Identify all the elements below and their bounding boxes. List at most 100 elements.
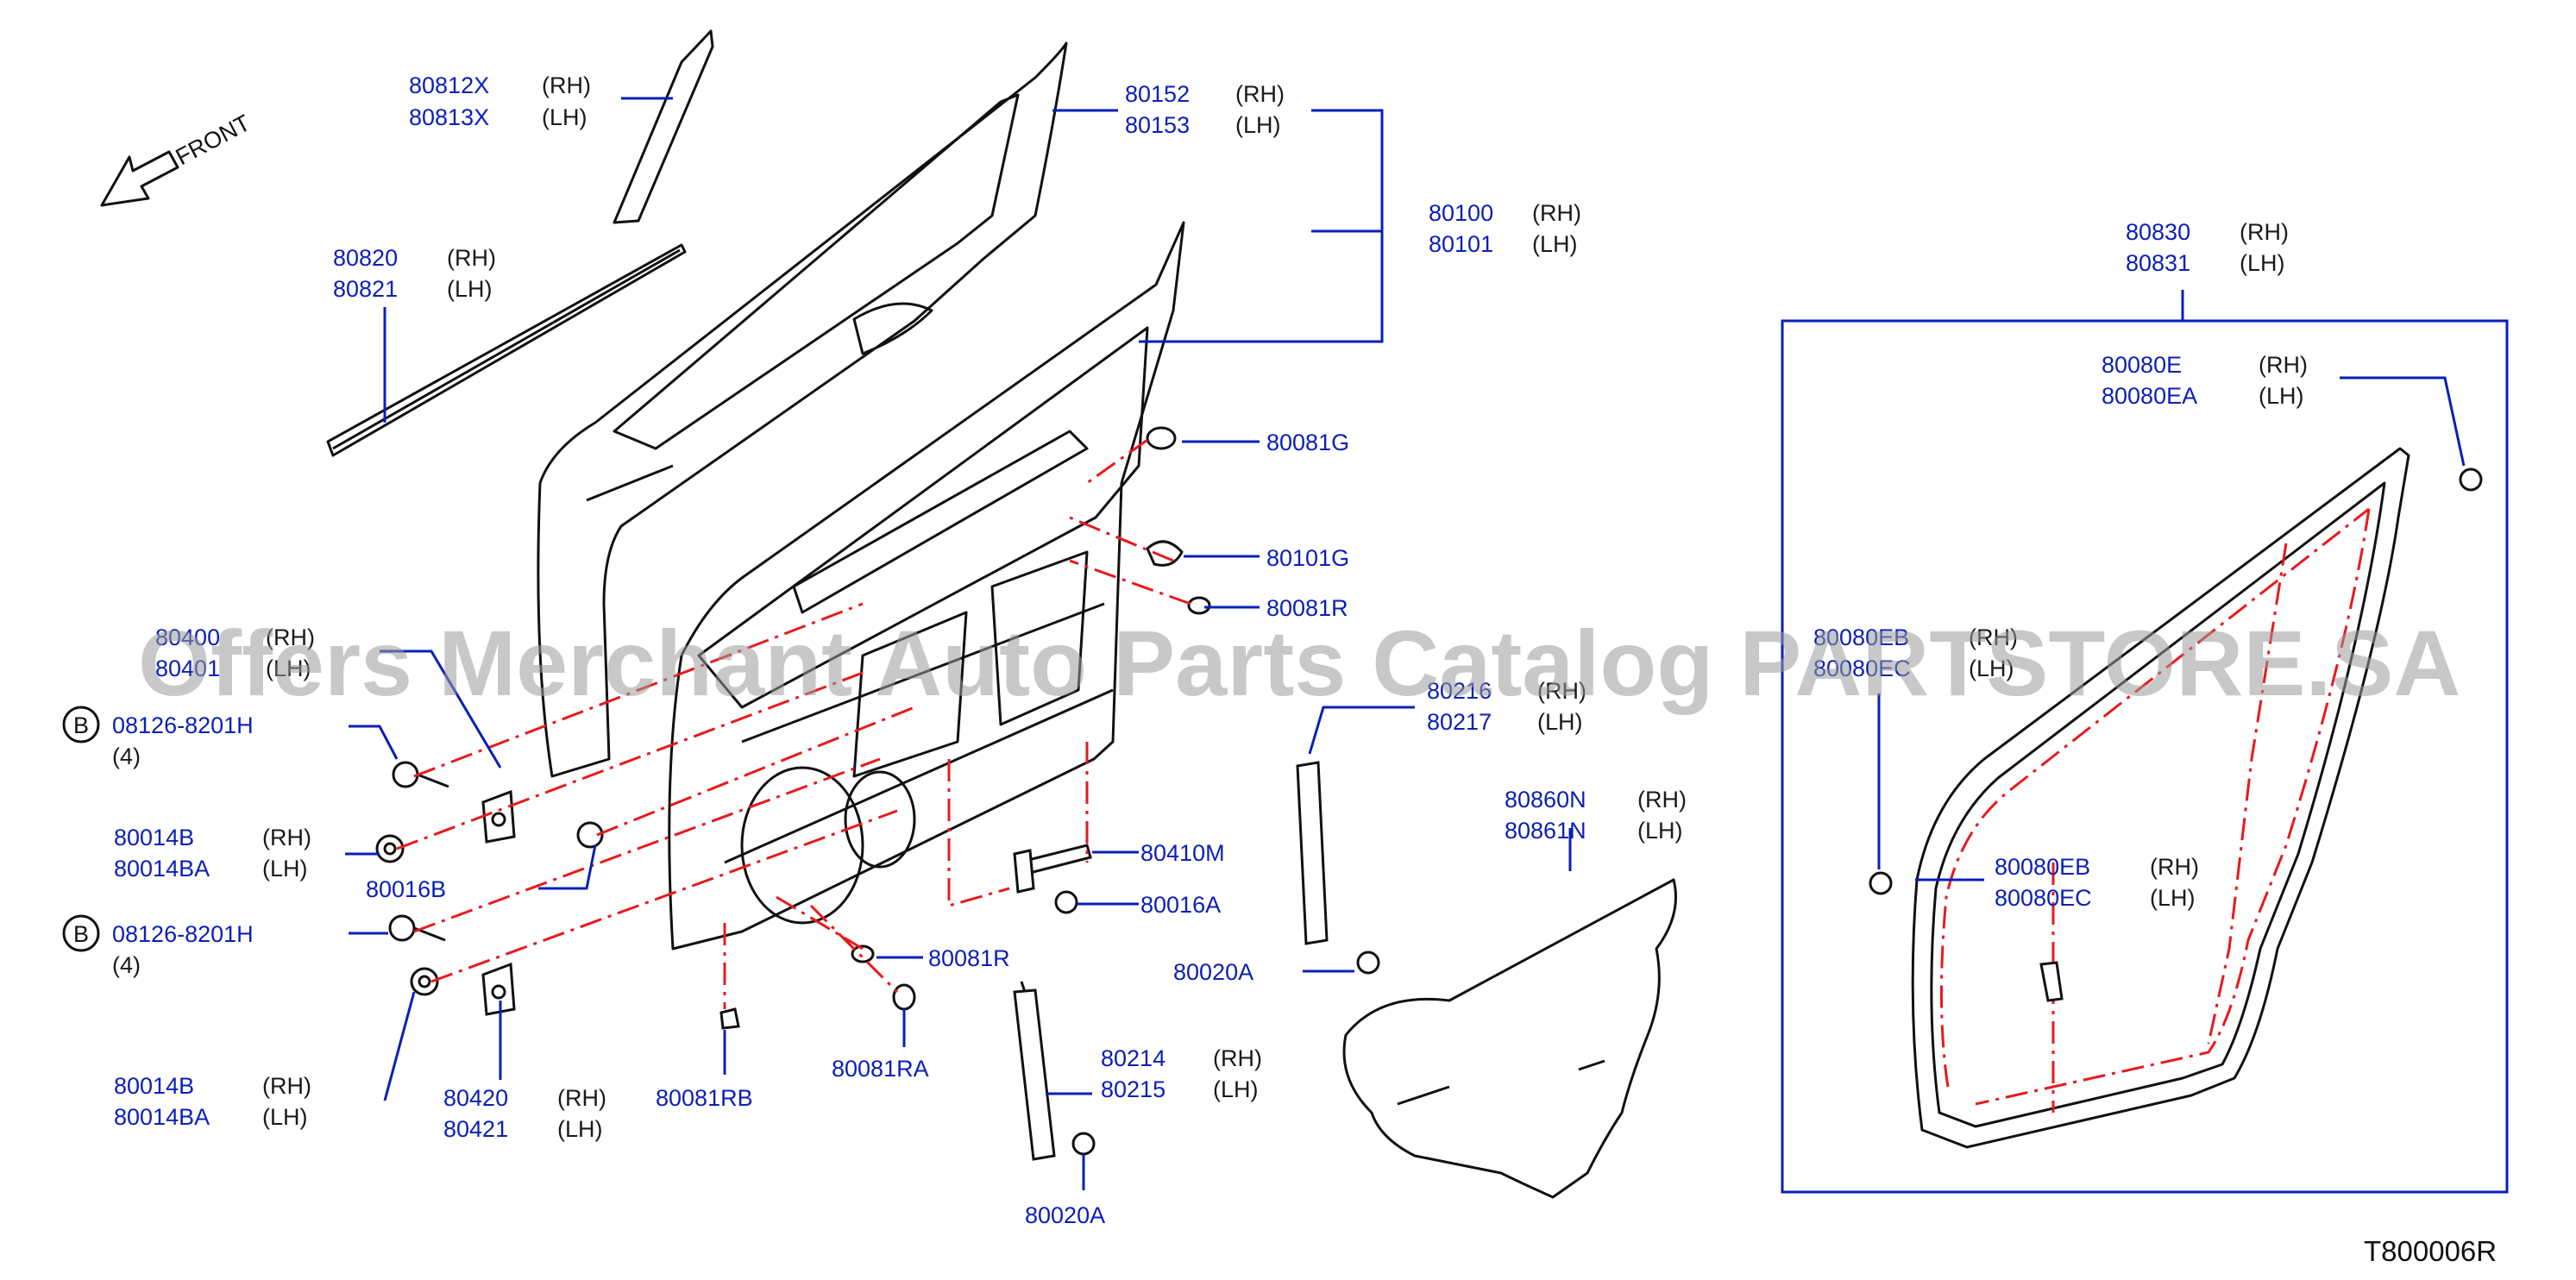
side-label: (RH) — [1537, 678, 1586, 704]
side-label: (LH) — [1537, 709, 1583, 735]
part-number: 80830 — [2126, 219, 2190, 245]
seal-detail-box — [1781, 319, 2509, 1194]
side-label: (RH) — [2259, 352, 2308, 378]
nut-icon — [375, 834, 405, 863]
watermark: Offers Merchant Auto Parts Catalog PARTS… — [138, 611, 2460, 715]
part-number: 80081RB — [656, 1085, 753, 1111]
b-marker-label: B — [73, 712, 89, 738]
window-molding — [613, 29, 714, 224]
b-marker-label: B — [73, 921, 89, 947]
bolt-icon — [388, 914, 446, 942]
part-number: 80860N — [1505, 787, 1586, 813]
side-label: (RH) — [1235, 81, 1285, 107]
part-number: 80400 — [155, 624, 220, 650]
part-number: 80821 — [333, 276, 398, 302]
part-number: 80080EA — [2102, 383, 2197, 409]
part-number: 08126-8201H — [112, 712, 254, 738]
bolt-icon — [576, 821, 604, 849]
side-label: (LH) — [2150, 885, 2196, 911]
part-number: 80014B — [114, 1073, 194, 1099]
part-number: 80101G — [1266, 545, 1349, 571]
part-number: 80014BA — [114, 856, 210, 882]
b-marker — [62, 914, 100, 952]
part-number: 80410M — [1140, 840, 1225, 866]
lower-hinge — [481, 962, 516, 1016]
part-number: 80080EC — [1995, 885, 2092, 911]
side-label: (LH) — [2240, 250, 2285, 276]
side-label: (LH) — [1213, 1076, 1259, 1102]
drawing-code: T800006R — [2364, 1235, 2497, 1267]
assembly-lines — [396, 438, 1191, 1009]
leader-lines — [345, 97, 2466, 1190]
part-number: 80014B — [114, 825, 194, 850]
side-label: (LH) — [542, 104, 587, 130]
clip-icon — [2459, 467, 2483, 492]
part-number: 80080E — [2102, 352, 2182, 378]
side-label: (RH) — [2150, 854, 2199, 880]
quantity-label: (4) — [112, 744, 141, 769]
part-number: 08126-8201H — [112, 921, 254, 947]
nut-icon — [410, 967, 439, 996]
side-label: (RH) — [1532, 200, 1581, 226]
part-number: 80812X — [409, 72, 489, 98]
side-label: (LH) — [262, 856, 308, 882]
side-label: (RH) — [1969, 624, 2018, 650]
quantity-label: (4) — [112, 952, 141, 978]
part-number: 80020A — [1025, 1202, 1105, 1228]
door-sash-rear — [1013, 981, 1096, 1161]
front-arrow-icon — [100, 150, 179, 207]
part-number: 80215 — [1101, 1076, 1165, 1102]
door-sash-front — [1296, 761, 1380, 975]
side-label: (RH) — [1213, 1045, 1262, 1071]
side-label: (RH) — [1637, 787, 1687, 813]
sealing-screen — [1342, 878, 1677, 1199]
part-number: 80101 — [1429, 231, 1493, 257]
door-outer-panel — [537, 41, 1068, 778]
cap-icon — [1146, 540, 1184, 567]
part-number: 80081R — [928, 945, 1010, 971]
side-label: (LH) — [557, 1116, 603, 1142]
side-label: (LH) — [1532, 231, 1578, 257]
part-number: 80217 — [1427, 709, 1492, 735]
part-number: 80080EC — [1813, 656, 1911, 681]
side-label: (LH) — [1637, 818, 1683, 844]
part-number: 80100 — [1429, 200, 1493, 226]
side-label: (RH) — [266, 624, 315, 650]
part-number: 80831 — [2126, 250, 2190, 276]
check-link — [1013, 844, 1092, 914]
part-number: 80813X — [409, 104, 489, 130]
side-label: (RH) — [557, 1085, 606, 1111]
plug-icon — [719, 1007, 740, 1030]
part-number: 80016A — [1140, 892, 1221, 918]
part-number: 80081RA — [832, 1056, 929, 1082]
part-number: 80216 — [1427, 678, 1492, 704]
part-number: 80014BA — [114, 1104, 210, 1130]
plug-icon — [892, 983, 916, 1011]
door-opening-seal — [1911, 447, 2410, 1149]
part-number: 80421 — [443, 1116, 508, 1142]
part-number: 80152 — [1125, 81, 1190, 107]
upper-hinge — [481, 789, 516, 844]
side-label: (RH) — [262, 1073, 311, 1099]
clip-icon — [2039, 961, 2064, 1002]
part-number: 80016B — [366, 876, 446, 902]
part-number: 80420 — [443, 1085, 508, 1111]
part-number: 80080EB — [1813, 624, 1909, 650]
part-number: 80401 — [155, 656, 220, 681]
plug-icon — [1146, 426, 1177, 450]
side-label: (RH) — [262, 825, 311, 850]
side-label: (LH) — [447, 276, 493, 302]
side-label: (RH) — [2240, 219, 2289, 245]
b-marker — [62, 706, 100, 744]
part-number: 80081G — [1266, 430, 1349, 455]
callout-labels: 80812X (RH) 80813X (LH) 80820 (RH) 80821… — [62, 72, 2308, 1228]
part-number: 80214 — [1101, 1045, 1165, 1071]
front-label: FRONT — [172, 110, 254, 170]
part-number: 80861N — [1505, 818, 1586, 844]
side-label: (RH) — [542, 72, 591, 98]
plug-icon — [1187, 596, 1211, 615]
side-label: (LH) — [2259, 383, 2304, 409]
side-label: (LH) — [262, 1104, 308, 1130]
